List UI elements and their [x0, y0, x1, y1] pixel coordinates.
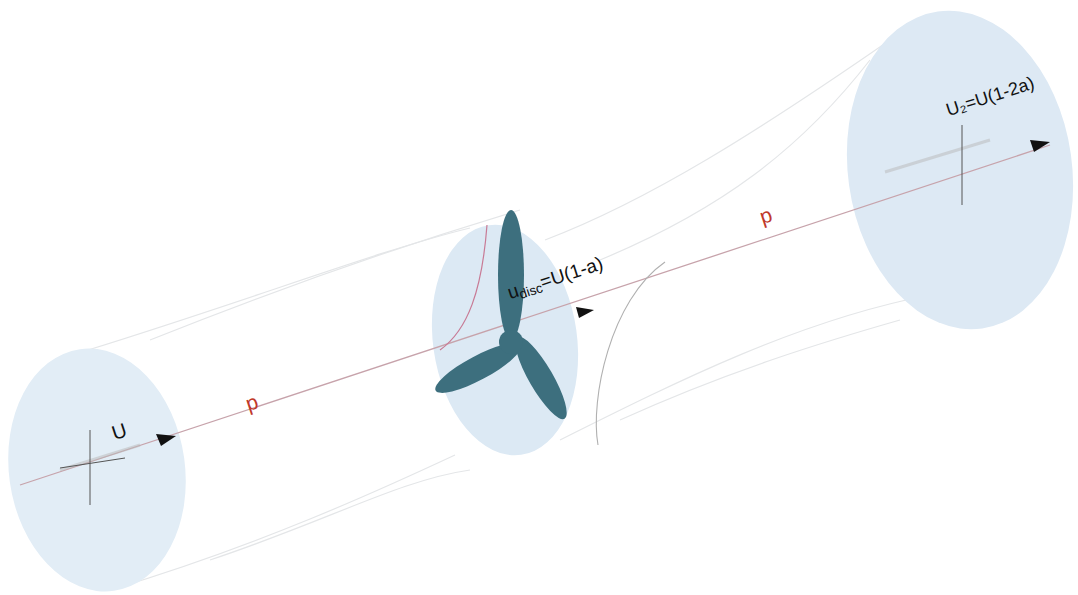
- pressure-label-group: p: [757, 203, 776, 229]
- pressure-label: p: [243, 390, 262, 416]
- rotor-blades: [430, 210, 575, 425]
- flow-arrows: [156, 140, 1050, 446]
- stream-tube-lines: [88, 40, 930, 590]
- pressure-label: p: [757, 203, 776, 229]
- axis-shading: [60, 140, 990, 470]
- centre-marks: [60, 125, 962, 505]
- pressure-curve: [440, 225, 487, 350]
- pressure-curve: [596, 262, 665, 445]
- flow-axis: [20, 145, 1050, 485]
- downstream-section: [827, 0, 1078, 344]
- pressure-label-group: p: [243, 390, 262, 416]
- upstream-section: [0, 337, 201, 595]
